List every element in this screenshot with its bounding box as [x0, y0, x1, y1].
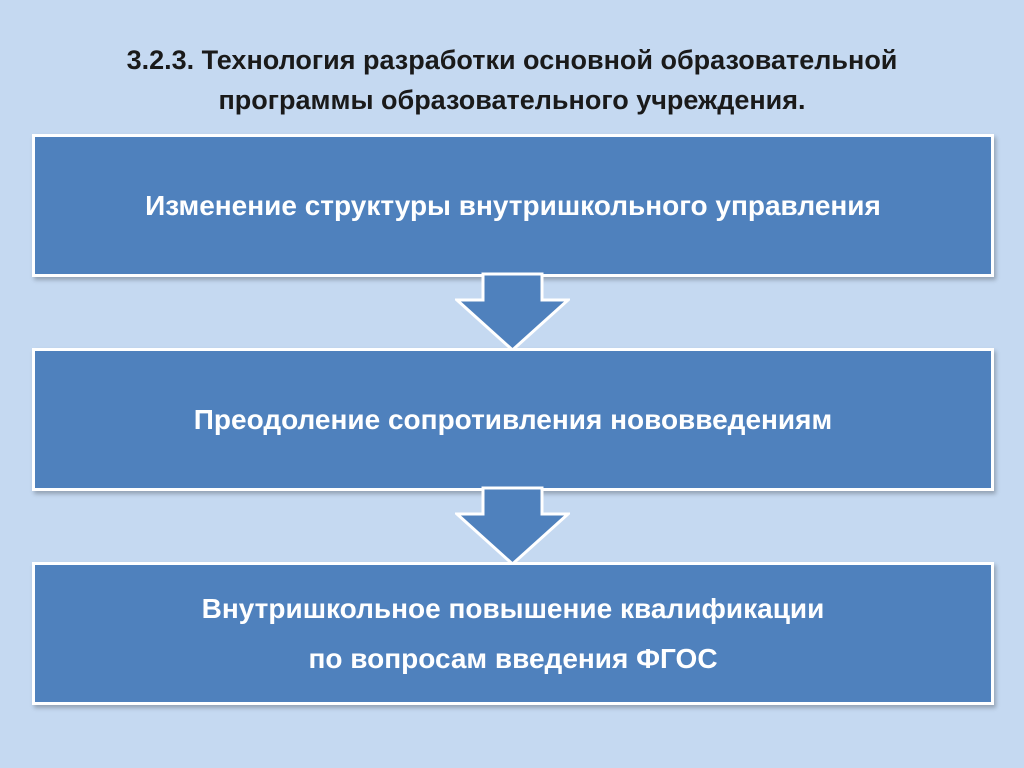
down-arrow-icon — [455, 272, 570, 352]
down-arrow-icon — [455, 486, 570, 566]
step-box-1: Изменение структуры внутришкольного упра… — [32, 134, 994, 277]
step-box-2: Преодоление сопротивления нововведениям — [32, 348, 994, 491]
step-3-label-line-2: по вопросам введения ФГОС — [308, 642, 718, 674]
step-1-label: Изменение структуры внутришкольного упра… — [145, 189, 881, 221]
step-box-3: Внутришкольное повышение квалификации по… — [32, 562, 994, 705]
slide-title-line-1: 3.2.3. Технология разработки основной об… — [126, 45, 898, 75]
step-2-label: Преодоление сопротивления нововведениям — [193, 403, 833, 435]
slide-title-line-2: программы образовательного учреждения. — [218, 85, 806, 115]
step-3-label-line-1: Внутришкольное повышение квалификации — [201, 592, 825, 624]
slide-title: 3.2.3. Технология разработки основной об… — [60, 40, 964, 120]
